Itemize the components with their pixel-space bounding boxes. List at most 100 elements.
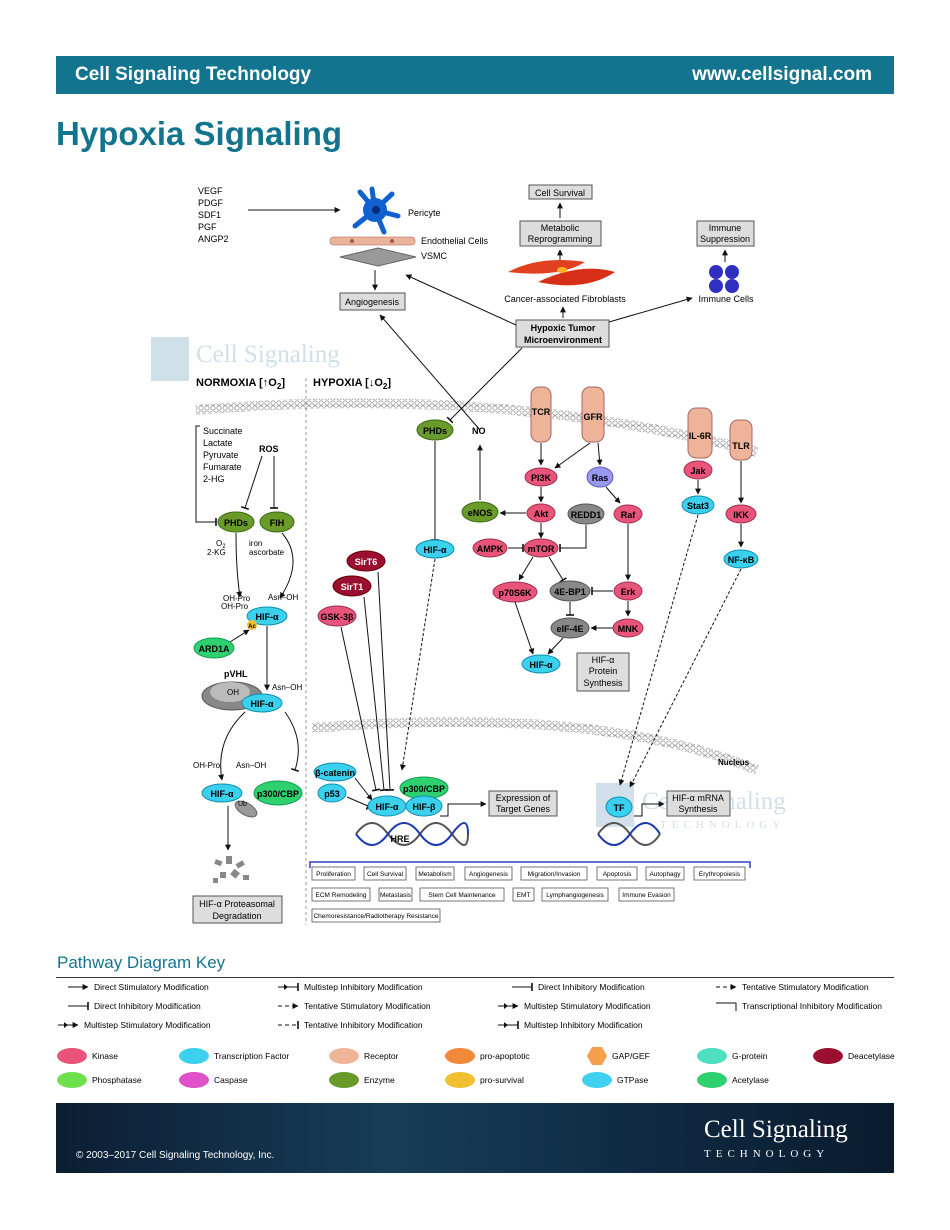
key-node-symbol (57, 1072, 87, 1088)
hif-a-node-1 (246, 606, 288, 626)
watermark-line2b: TECHNOLOGY (660, 819, 785, 831)
erk-label: Erk (621, 587, 637, 597)
ub-label: Ub (238, 801, 247, 808)
key-node-label: Enzyme (364, 1075, 395, 1085)
degradation-label-2: Degradation (212, 911, 261, 921)
copyright: © 2003–2017 Cell Signaling Technology, I… (76, 1150, 275, 1161)
outcome-box (415, 866, 455, 881)
outcome-label: Erythropoiesis (699, 871, 741, 878)
hypoxic-tumor-label-2: Microenvironment (524, 335, 602, 345)
outcome-box (311, 908, 441, 923)
outcome-box (363, 866, 407, 881)
p53-node (317, 783, 347, 803)
p70s6k-label: p70S6K (498, 588, 532, 598)
normoxia-label: NORMOXIA [↑O2] (196, 377, 285, 391)
footer-brand-sub: TECHNOLOGY (704, 1148, 830, 1160)
outcome-label: ECM Remodeling (316, 892, 367, 899)
pi3k-node (524, 467, 558, 487)
phds-label-hypoxia: PHDs (423, 426, 447, 436)
ard1a-node (193, 637, 235, 659)
footer-brand: Cell Signaling (704, 1116, 848, 1143)
jak-node (683, 460, 713, 480)
key-node-label: Deacetylase (848, 1051, 895, 1061)
outcome-label: Chemoresistance/Radiotherapy Resistance (313, 913, 438, 920)
key-multistep-mark (64, 1022, 68, 1028)
4ebp1-label: 4E-BP1 (554, 587, 586, 597)
fibroblast-icon (508, 259, 615, 286)
mnk-label: MNK (618, 624, 639, 634)
key-arrow-symbol (716, 1002, 737, 1011)
protein-synthesis-label-1: HIF-α (592, 655, 615, 665)
key-arrow-label: Direct Stimulatory Modification (94, 982, 209, 992)
outcome-box (419, 887, 505, 902)
outcome-label: Angiogenesis (469, 871, 509, 878)
pi3k-label: PI3K (531, 473, 552, 483)
hif-a-node-2 (241, 693, 283, 713)
gfr-receptor (581, 386, 605, 443)
key-node-symbol (697, 1048, 727, 1064)
key-node-label: Caspase (214, 1075, 248, 1085)
immune-suppression-label-1: Immune (709, 223, 742, 233)
outcome-label: Proliferation (316, 871, 351, 878)
raf-node (613, 504, 643, 524)
nfkb-node (723, 549, 759, 569)
expression-label-1: Expression of (496, 793, 551, 803)
key-arrow-label: Multistep Stimulatory Modification (84, 1020, 211, 1030)
outcome-label: Lymphangiogenesis (546, 892, 604, 899)
key-arrow-label: Tentative Stimulatory Modification (742, 982, 869, 992)
protein-synthesis-label-2: Protein (589, 666, 618, 676)
erk-node (613, 581, 643, 601)
pvhl-label: pVHL (224, 669, 248, 679)
outcome-box (596, 866, 638, 881)
oh-label: OH (227, 688, 239, 697)
akt-node (526, 503, 556, 523)
akt-label: Akt (534, 509, 549, 519)
hif-b-node (405, 795, 443, 817)
key-multistep-mark (284, 984, 288, 990)
immune-suppression-box (696, 220, 755, 247)
watermark-top: Cell Signaling (151, 337, 340, 381)
p300-cbp-node-1 (253, 780, 303, 806)
key-arrow-label: Direct Inhibitory Modification (538, 982, 645, 992)
tcr-receptor (530, 386, 552, 443)
ohpro1-label: OH-Pro (223, 594, 251, 603)
redd1-label: REDD1 (571, 510, 602, 520)
key-node-symbol (445, 1072, 475, 1088)
il6r-receptor (687, 407, 713, 459)
key-multistep-mark (504, 1022, 508, 1028)
pericyte-icon (352, 186, 401, 235)
header-url[interactable]: www.cellsignal.com (692, 64, 872, 85)
gfr-label: GFR (584, 412, 603, 422)
tf-node (605, 796, 633, 818)
hif-a-node-3 (201, 783, 243, 803)
outcome-box (645, 866, 685, 881)
sirt1-label: SirT1 (341, 582, 364, 592)
outcome-box (693, 866, 746, 881)
outcome-box (311, 887, 371, 902)
ascorbate-label: ascorbate (249, 548, 285, 557)
vsmc-label: VSMC (421, 251, 448, 261)
outcome-label: Migration/Invasion (528, 871, 581, 878)
degradation-label-1: HIF-α Proteasomal (199, 899, 275, 909)
ampk-node (472, 538, 508, 558)
stat3-node (681, 495, 715, 515)
endothelial-icon (329, 236, 416, 246)
key-arrow-label: Tentative Stimulatory Modification (304, 1001, 431, 1011)
ampk-label: AMPK (477, 544, 504, 554)
ard1a-label: ARD1A (198, 644, 230, 654)
ros-label: ROS (259, 444, 279, 454)
nucleus-label: Nucleus (718, 758, 750, 767)
key-node-label: GAP/GEF (612, 1051, 650, 1061)
fih-label: FIH (270, 518, 285, 528)
ac-label: Ac (248, 624, 256, 630)
hif-a-node-hypoxia (415, 539, 455, 559)
key-node-label: G-protein (732, 1051, 768, 1061)
p300-cbp-label-2: p300/CBP (403, 784, 445, 794)
tlr-receptor (729, 419, 753, 461)
p300-cbp-label-1: p300/CBP (257, 789, 299, 799)
tcr-label: TCR (532, 407, 551, 417)
eif4e-node (550, 617, 590, 639)
